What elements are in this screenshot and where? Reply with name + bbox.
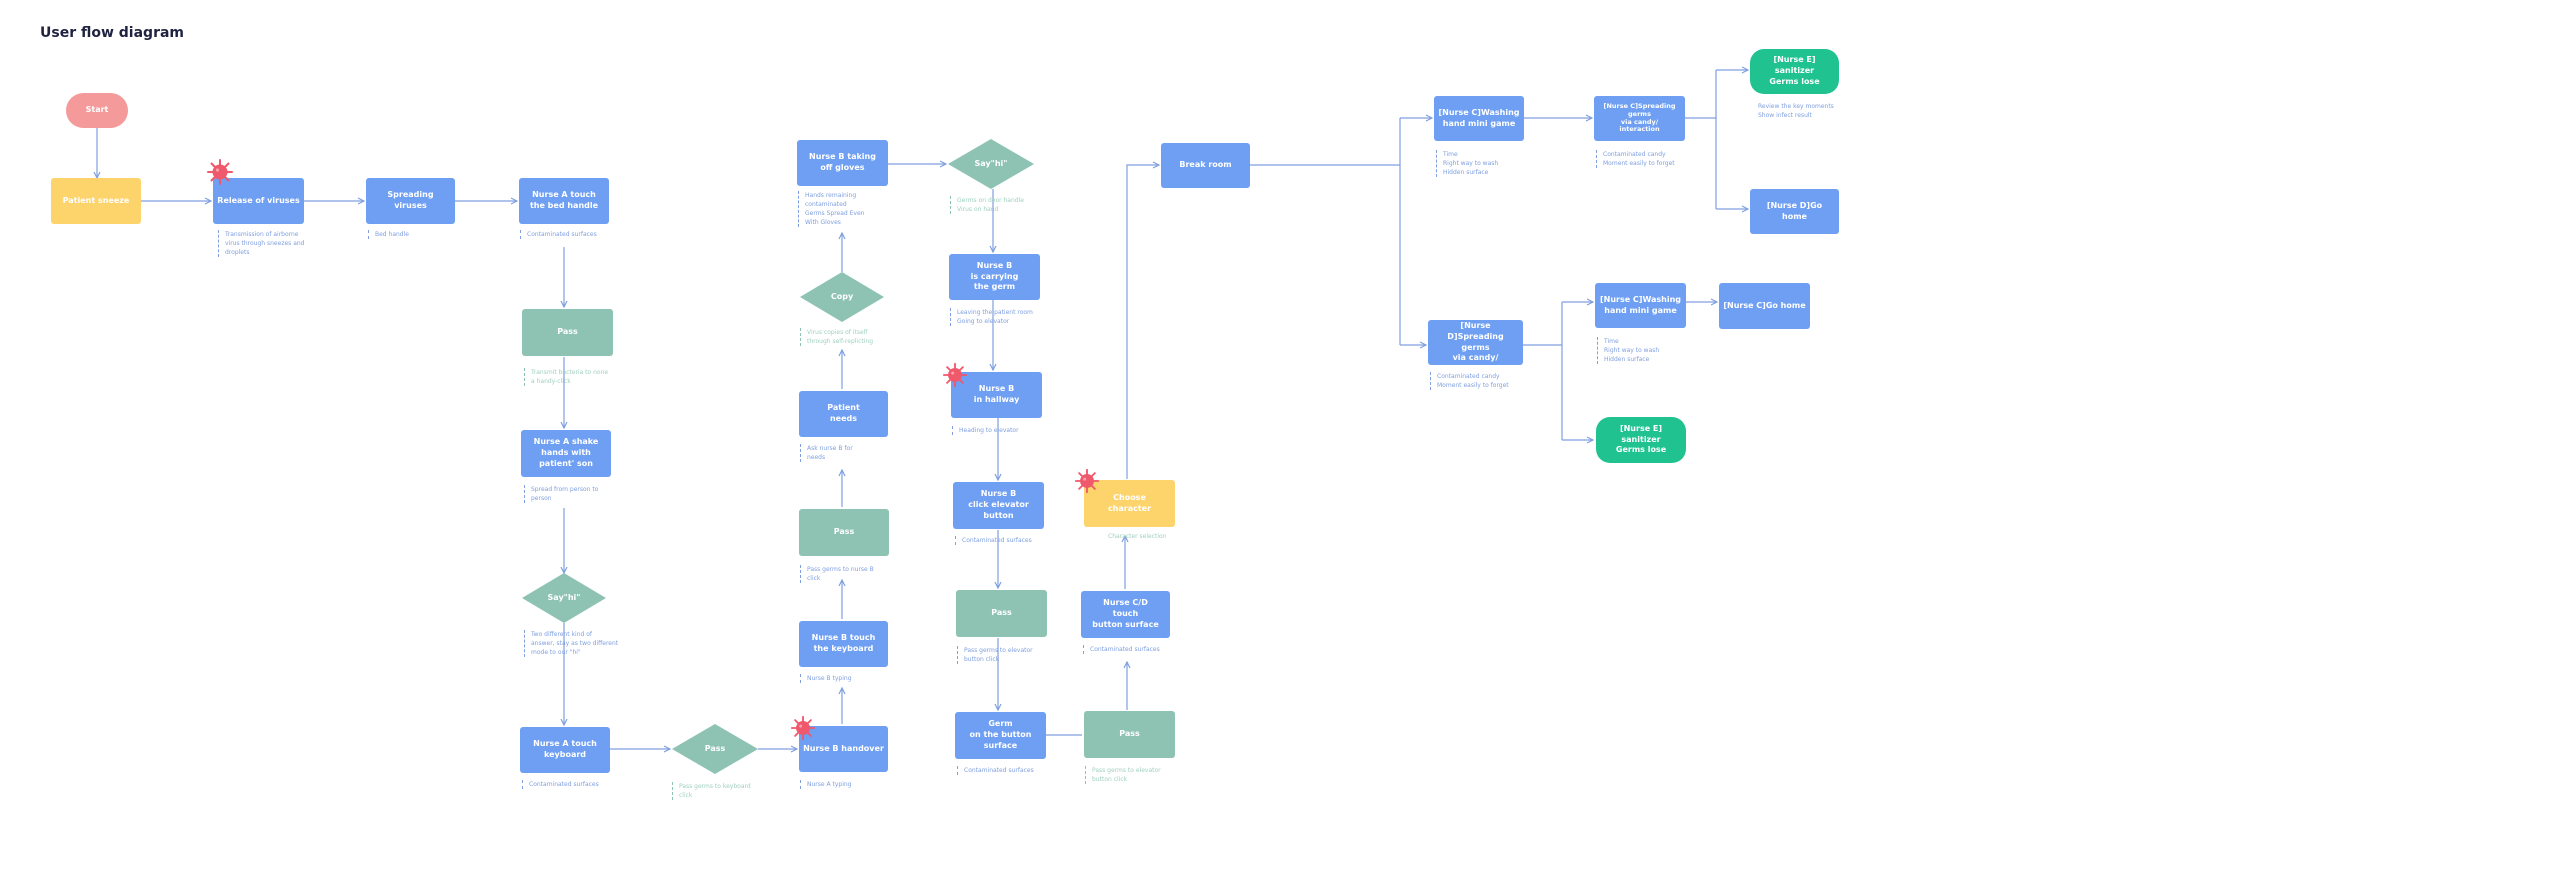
virus-icon — [1074, 468, 1100, 494]
note-spread-d: Contaminated candy Moment easily to forg… — [1430, 372, 1540, 390]
note-bed: Contaminated surfaces — [520, 230, 630, 239]
node-say-hi-2[interactable]: Say"hi" — [948, 139, 1034, 189]
node-nurse-b-carrying[interactable]: Nurse B is carrying the germ — [949, 254, 1040, 300]
note-carrying: Leaving the patient room Going to elevat… — [950, 308, 1060, 326]
note-wash-1: Time Right way to wash Hidden surface — [1436, 150, 1526, 177]
note-pass-1: Transmit bacteria to none a handy-click — [524, 368, 644, 386]
node-label: Pass — [704, 743, 726, 753]
node-label: Copy — [830, 291, 854, 301]
edge-spreadc-split — [1685, 70, 1717, 209]
note-keyboard-b: Nurse B typing — [800, 674, 900, 683]
node-nurse-b-hallway[interactable]: Nurse B in hallway — [951, 372, 1042, 418]
node-pass-diamond[interactable]: Pass — [672, 724, 758, 774]
note-say-hi-1: Two different kind of answer, stay as tw… — [524, 630, 644, 657]
note-say-hi-2: Germs on door handle Virus on hand — [950, 196, 1060, 214]
node-label: Say"hi" — [974, 158, 1008, 168]
diamond-shape — [948, 139, 1034, 189]
edge-spreadd-split — [1523, 302, 1563, 440]
note-copy: Virus copies of itself through self-repl… — [800, 328, 910, 346]
node-nurse-a-bed[interactable]: Nurse A touch the bed handle — [519, 178, 609, 224]
node-choose-character[interactable]: Choose character — [1084, 480, 1175, 527]
note-release: Transmission of airborne virus through s… — [218, 230, 338, 257]
note-gloves: Hands remaining contaminated Germs Sprea… — [798, 191, 898, 227]
note-nurse-e-1: Review the key moments Show infect resul… — [1758, 103, 1834, 119]
note-cd-touch: Contaminated surfaces — [1083, 645, 1193, 654]
node-nurse-cd-touch[interactable]: Nurse C/D touch button surface — [1081, 591, 1170, 638]
virus-icon — [942, 362, 968, 388]
node-start[interactable]: Start — [66, 93, 128, 128]
node-pass-1[interactable]: Pass — [522, 309, 613, 356]
node-patient-needs[interactable]: Patient needs — [799, 391, 888, 437]
node-nurse-b-elevator[interactable]: Nurse B click elevator button — [953, 482, 1044, 529]
page-title: User flow diagram — [40, 25, 185, 41]
note-handover: Nurse A typing — [800, 780, 900, 789]
note-pass-3: Pass germs to elevator button click — [957, 646, 1067, 664]
node-label: Say"hi" — [547, 592, 581, 602]
node-pass-2[interactable]: Pass — [799, 509, 889, 556]
note-germ-button: Contaminated surfaces — [957, 766, 1067, 775]
node-nurse-c-wash-1[interactable]: [Nurse C]Washing hand mini game — [1434, 96, 1524, 141]
note-patient-needs: Ask nurse B for needs — [800, 444, 900, 462]
node-pass-3[interactable]: Pass — [956, 590, 1047, 637]
node-pass-4[interactable]: Pass — [1084, 711, 1175, 758]
virus-icon — [207, 159, 233, 185]
diamond-shape — [522, 573, 606, 623]
note-spread-c: Contaminated candy Moment easily to forg… — [1596, 150, 1706, 168]
note-shake: Spread from person to person — [524, 485, 624, 503]
node-nurse-b-gloves[interactable]: Nurse B taking off gloves — [797, 140, 888, 186]
node-nurse-c-spread[interactable]: [Nurse C]Spreading germs via candy/ inte… — [1594, 96, 1685, 141]
node-nurse-d-spread[interactable]: [Nurse D]Spreading germs via candy/ — [1428, 320, 1523, 365]
note-elevator: Contaminated surfaces — [955, 536, 1065, 545]
node-patient-sneeze[interactable]: Patient sneeze — [51, 178, 141, 224]
node-nurse-c-home[interactable]: [Nurse C]Go home — [1719, 283, 1810, 329]
node-break-room[interactable]: Break room — [1161, 143, 1250, 188]
diamond-shape — [800, 272, 884, 322]
edge-choose-break — [1126, 165, 1159, 479]
node-spreading-viruses[interactable]: Spreading viruses — [366, 178, 455, 224]
node-copy[interactable]: Copy — [800, 272, 884, 322]
node-nurse-e-2[interactable]: [Nurse E] sanitizer Germs lose — [1596, 417, 1686, 463]
note-pass-diamond: Pass germs to keyboard click — [672, 782, 782, 800]
node-germ-button[interactable]: Germ on the button surface — [955, 712, 1046, 759]
node-nurse-b-keyboard[interactable]: Nurse B touch the keyboard — [799, 621, 888, 667]
node-nurse-c-wash-2[interactable]: [Nurse C]Washing hand mini game — [1595, 283, 1686, 328]
diamond-shape — [672, 724, 758, 774]
note-pass-4: Pass germs to elevator button click — [1085, 766, 1195, 784]
note-hallway: Heading to elevator — [952, 426, 1052, 435]
note-keyboard-a: Contaminated surfaces — [522, 780, 632, 789]
note-pass-2: Pass germs to nurse B click — [800, 565, 900, 583]
virus-icon — [790, 715, 816, 741]
note-wash-2: Time Right way to wash Hidden surface — [1597, 337, 1687, 364]
node-nurse-d-home[interactable]: [Nurse D]Go home — [1750, 189, 1839, 234]
node-nurse-b-handover[interactable]: Nurse B handover — [799, 726, 888, 772]
note-choose: Character selection — [1108, 533, 1167, 540]
node-say-hi-1[interactable]: Say"hi" — [522, 573, 606, 623]
note-spreading: Bed handle — [368, 230, 438, 239]
node-nurse-e-1[interactable]: [Nurse E] sanitizer Germs lose — [1750, 49, 1839, 94]
node-nurse-a-shake[interactable]: Nurse A shake hands with patient' son — [521, 430, 611, 477]
node-release-viruses[interactable]: Release of viruses — [213, 178, 304, 224]
node-nurse-a-keyboard[interactable]: Nurse A touch keyboard — [520, 727, 610, 773]
